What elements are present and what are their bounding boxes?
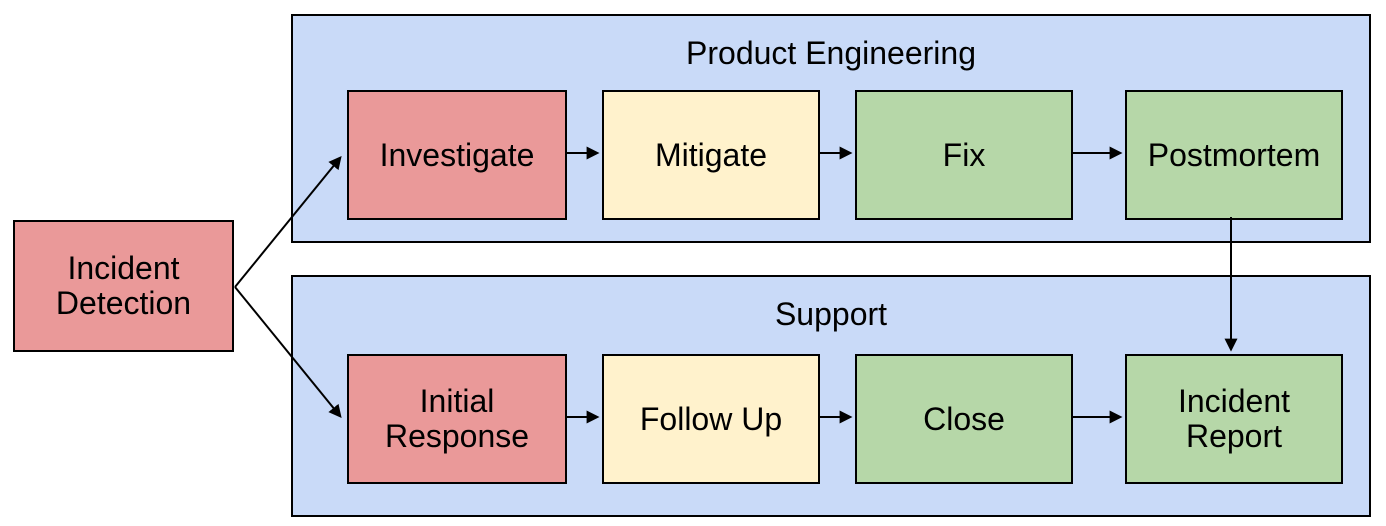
- node-investigate: Investigate: [347, 90, 567, 220]
- node-close: Close: [855, 354, 1073, 484]
- node-incident-report: Incident Report: [1125, 354, 1343, 484]
- node-initial-response: Initial Response: [347, 354, 567, 484]
- lane-product-engineering: Product Engineering Investigate Mitigate…: [291, 14, 1371, 243]
- node-postmortem: Postmortem: [1125, 90, 1343, 220]
- lane-title-product-engineering: Product Engineering: [686, 35, 976, 71]
- node-mitigate: Mitigate: [602, 90, 820, 220]
- lane-support: Support Initial Response Follow Up Close…: [291, 275, 1371, 517]
- node-fix: Fix: [855, 90, 1073, 220]
- lane-title-support: Support: [774, 296, 888, 332]
- node-incident-detection: Incident Detection: [13, 220, 234, 352]
- node-follow-up: Follow Up: [602, 354, 820, 484]
